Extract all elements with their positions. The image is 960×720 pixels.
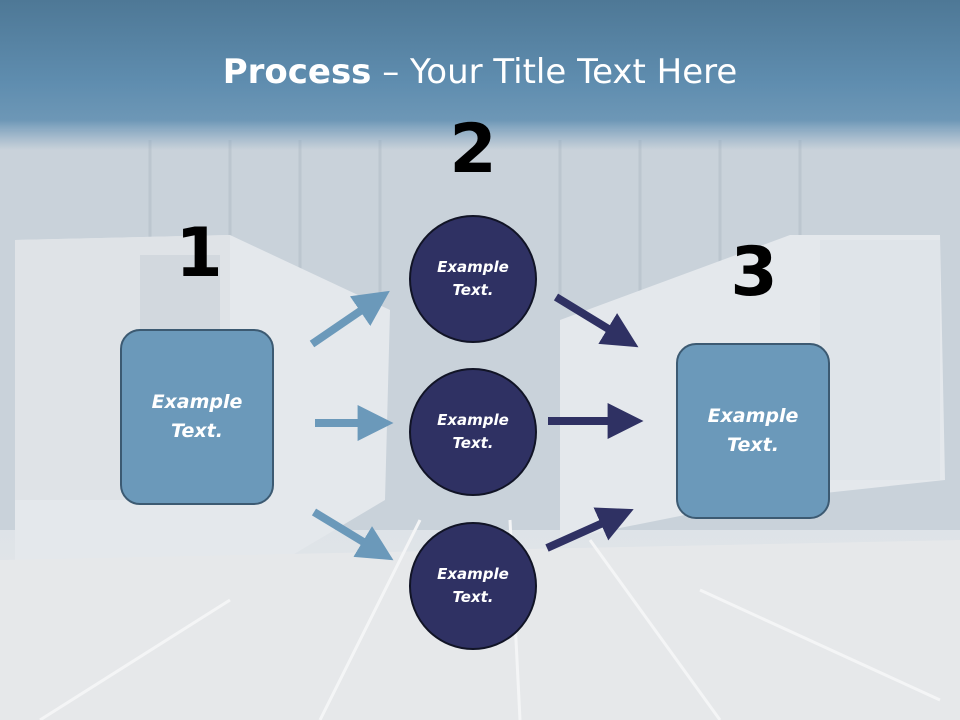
title-bold: Process bbox=[222, 52, 372, 92]
step-number-1: 1 bbox=[175, 214, 223, 293]
arrow-to-bottom bbox=[311, 508, 394, 561]
circle-middle-line2: Text. bbox=[452, 434, 494, 452]
step-2-circle-middle: Example Text. bbox=[409, 368, 537, 496]
title-band bbox=[0, 0, 960, 150]
step-1-box: Example Text. bbox=[120, 329, 274, 505]
arrow-from-top bbox=[553, 293, 639, 348]
step-3-line2: Text. bbox=[727, 434, 779, 456]
step-number-2: 2 bbox=[449, 110, 497, 189]
step-3-box: Example Text. bbox=[676, 343, 830, 519]
step-number-3: 3 bbox=[730, 233, 778, 312]
step-2-circle-top: Example Text. bbox=[409, 215, 537, 343]
step-2-circle-bottom: Example Text. bbox=[409, 522, 537, 650]
step-3-line1: Example bbox=[707, 405, 799, 427]
step-1-line2: Text. bbox=[171, 420, 223, 442]
circle-bottom-line1: Example bbox=[437, 565, 509, 583]
circle-middle-line1: Example bbox=[437, 411, 509, 429]
arrow-to-top bbox=[309, 290, 390, 348]
circle-bottom-line2: Text. bbox=[452, 588, 494, 606]
title-rest: – Your Title Text Here bbox=[371, 52, 738, 92]
circle-top-line2: Text. bbox=[452, 281, 494, 299]
step-1-line1: Example bbox=[151, 391, 243, 413]
circle-top-line1: Example bbox=[437, 258, 509, 276]
slide-title: Process – Your Title Text Here bbox=[0, 52, 960, 92]
arrow-from-bottom bbox=[545, 507, 634, 552]
